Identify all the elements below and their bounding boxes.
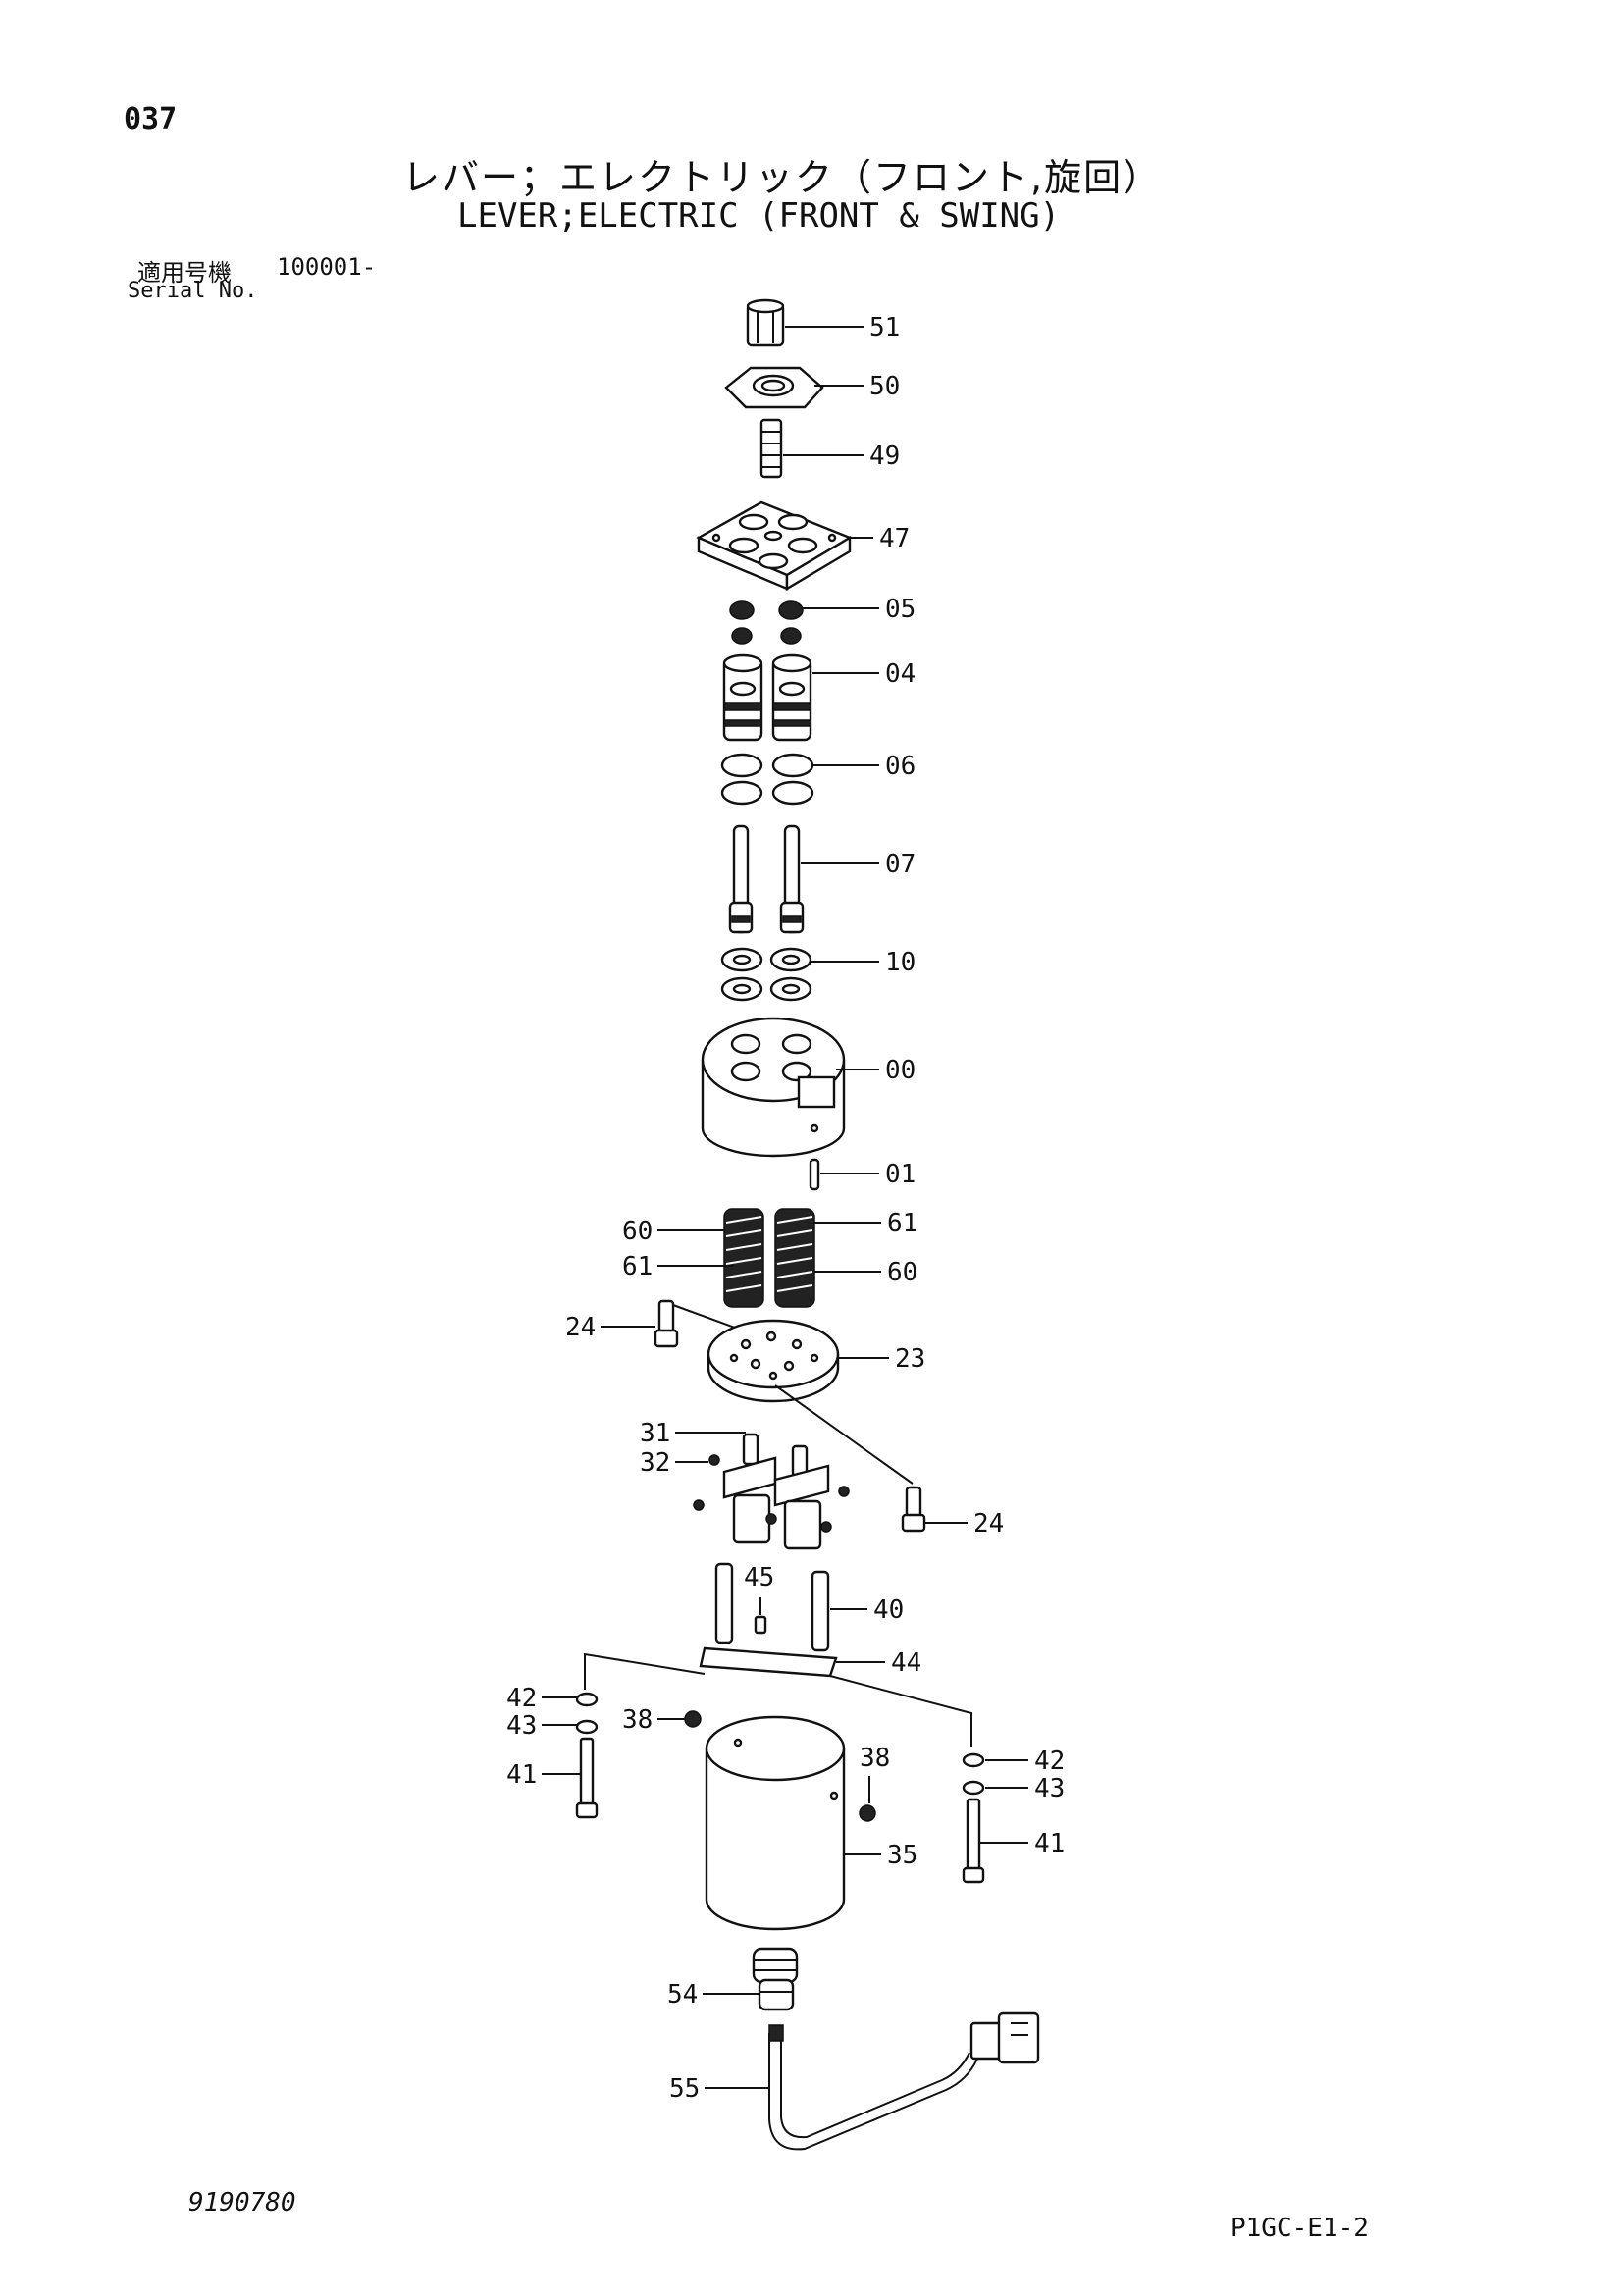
part-07-plungers <box>728 824 805 934</box>
part-42-43-41-left-fasteners <box>575 1692 599 1819</box>
part-60-61-springs <box>723 1208 815 1308</box>
part-49-stud <box>759 418 783 479</box>
page-code: P1GC-E1-2 <box>1230 2214 1369 2243</box>
part-04-pusher-guides <box>722 653 812 742</box>
part-35-cylindrical-cover <box>705 1715 846 1931</box>
part-44-bracket <box>699 1646 838 1678</box>
callout-35: 35 <box>887 1841 917 1870</box>
part-24-bolt-right <box>901 1486 926 1533</box>
serial-number-range: 100001- <box>277 253 377 281</box>
callout-61-left: 61 <box>622 1252 653 1281</box>
callout-41-left: 41 <box>506 1760 537 1790</box>
callout-23: 23 <box>895 1344 925 1374</box>
part-24-bolt-left <box>654 1299 679 1348</box>
part-40-spacers <box>714 1562 830 1652</box>
callout-49: 49 <box>869 442 900 471</box>
part-55-wire-harness <box>768 2011 1040 2151</box>
callout-60-left: 60 <box>622 1217 653 1246</box>
part-47-cover-plate <box>696 500 853 592</box>
callout-43-right: 43 <box>1034 1774 1065 1803</box>
callout-00: 00 <box>885 1056 916 1085</box>
callout-06: 06 <box>885 752 916 781</box>
part-10-washers <box>720 947 812 1002</box>
serial-label-japanese: 適用号機 <box>137 259 232 287</box>
callout-41-right: 41 <box>1034 1829 1065 1858</box>
callout-24-left: 24 <box>565 1313 596 1342</box>
part-38-screw-left <box>684 1710 702 1728</box>
callout-05: 05 <box>885 595 916 624</box>
callout-50: 50 <box>869 372 900 401</box>
part-31-32-sensor-assembly <box>693 1433 850 1550</box>
callout-40: 40 <box>873 1595 904 1625</box>
callout-47: 47 <box>879 524 910 553</box>
page-title-english: LEVER;ELECTRIC (FRONT & SWING) <box>457 196 1061 235</box>
document-number: 9190780 <box>188 2188 296 2218</box>
callout-07: 07 <box>885 850 916 879</box>
callout-60-right: 60 <box>887 1258 917 1287</box>
page-title-japanese: レバー；エレクトリック（フロント,旋回） <box>402 156 1163 199</box>
callout-01: 01 <box>885 1160 916 1189</box>
callout-31: 31 <box>640 1419 670 1448</box>
callout-04: 04 <box>885 659 916 689</box>
part-06-o-rings <box>720 753 814 806</box>
serial-label-english: Serial No. <box>128 279 258 303</box>
part-50-plate <box>724 366 824 409</box>
part-05-seals <box>729 600 804 645</box>
part-38-screw-right <box>859 1804 876 1822</box>
callout-24-right: 24 <box>973 1509 1004 1539</box>
callout-38-right: 38 <box>860 1744 890 1773</box>
part-23-round-plate <box>707 1319 840 1403</box>
callout-42-left: 42 <box>506 1684 537 1713</box>
callout-54: 54 <box>667 1980 698 2009</box>
callout-43-left: 43 <box>506 1711 537 1741</box>
part-45-screw <box>754 1615 767 1635</box>
page-number: 037 <box>124 102 178 136</box>
callout-38-left: 38 <box>622 1705 653 1735</box>
callout-10: 10 <box>885 948 916 977</box>
callout-61-right: 61 <box>887 1209 917 1238</box>
callout-42-right: 42 <box>1034 1747 1065 1776</box>
part-42-43-41-right-fasteners <box>962 1752 985 1884</box>
callout-45: 45 <box>744 1563 774 1592</box>
callout-32: 32 <box>640 1448 670 1478</box>
callout-44: 44 <box>891 1648 921 1678</box>
callout-55: 55 <box>669 2074 700 2104</box>
callout-51: 51 <box>869 313 900 342</box>
part-01-pin <box>809 1158 820 1191</box>
part-51-hex-coupling <box>746 298 785 347</box>
part-54-cable-grommet <box>752 1947 799 2011</box>
part-00-casing <box>701 1017 846 1158</box>
